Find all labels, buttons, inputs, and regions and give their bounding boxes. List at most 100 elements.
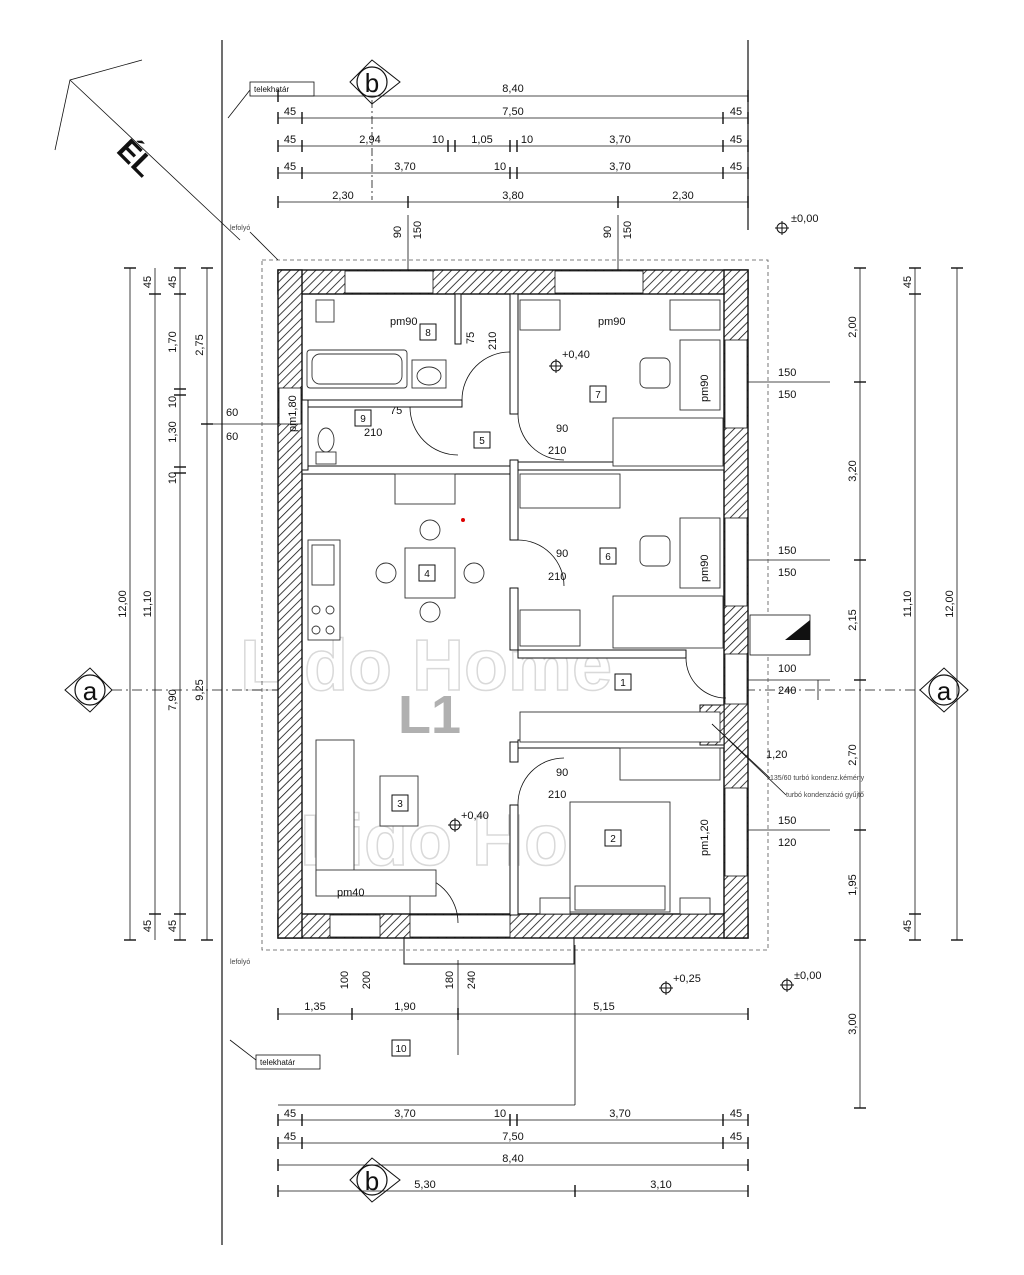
svg-text:+0,25: +0,25 — [673, 973, 701, 985]
svg-text:3,70: 3,70 — [609, 134, 630, 146]
svg-text:10: 10 — [432, 134, 444, 146]
svg-text:1: 1 — [620, 678, 626, 689]
svg-text:150: 150 — [778, 567, 796, 579]
svg-text:7,50: 7,50 — [502, 1131, 523, 1143]
svg-text:a: a — [83, 676, 98, 706]
svg-text:4: 4 — [424, 569, 430, 580]
svg-text:90: 90 — [556, 767, 568, 779]
svg-text:210: 210 — [364, 427, 382, 439]
svg-text:1,30: 1,30 — [167, 421, 179, 442]
svg-text:45: 45 — [284, 161, 296, 173]
svg-text:210: 210 — [487, 332, 499, 350]
level-marker-icon — [659, 981, 673, 995]
svg-text:9,25: 9,25 — [194, 679, 206, 700]
svg-text:±0,00: ±0,00 — [791, 213, 818, 225]
svg-text:±0,00: ±0,00 — [794, 970, 821, 982]
window-labels: pm90 pm90 pm90 pm90 pm1,80 pm1,20 pm40 — [287, 316, 711, 899]
svg-text:5: 5 — [479, 436, 485, 447]
svg-text:3,80: 3,80 — [502, 190, 523, 202]
svg-text:6: 6 — [605, 552, 611, 563]
svg-text:2,70: 2,70 — [847, 744, 859, 765]
svg-text:150: 150 — [778, 815, 796, 827]
svg-text:45: 45 — [284, 1108, 296, 1120]
svg-text:45: 45 — [730, 134, 742, 146]
level-marker-icon — [448, 818, 462, 832]
svg-text:75: 75 — [465, 332, 477, 344]
chimney-sub-label: turbó kondenzáció gyűjtő — [786, 792, 864, 799]
plan-label: L1 — [398, 685, 461, 745]
svg-text:10: 10 — [494, 1108, 506, 1120]
chimney-label: 135/60 turbó kondenz.kémény — [770, 775, 865, 782]
level-markers: ±0,00 +0,40 +0,40 +0,25 ±0,00 — [448, 213, 821, 995]
svg-text:7,50: 7,50 — [502, 106, 523, 118]
north-arrow-icon: ÉL — [54, 59, 241, 241]
svg-text:45: 45 — [902, 276, 914, 288]
svg-text:pm40: pm40 — [337, 887, 365, 899]
svg-text:pm90: pm90 — [699, 554, 711, 582]
svg-text:3,70: 3,70 — [394, 161, 415, 173]
svg-text:150: 150 — [778, 545, 796, 557]
svg-text:2,75: 2,75 — [194, 334, 206, 355]
svg-text:45: 45 — [167, 920, 179, 932]
svg-text:10: 10 — [167, 396, 179, 408]
svg-text:b: b — [365, 68, 379, 98]
left-dimensions: 12,00 11,10 45 45 1,70 10 1,30 10 7,90 4… — [117, 267, 300, 941]
svg-text:1,35: 1,35 — [304, 1001, 325, 1013]
svg-text:pm90: pm90 — [598, 316, 626, 328]
door-labels: 75 210 75 210 90 210 90 210 90 210 — [364, 332, 568, 801]
svg-text:10: 10 — [494, 161, 506, 173]
svg-text:10: 10 — [521, 134, 533, 146]
svg-text:75: 75 — [390, 405, 402, 417]
svg-text:3: 3 — [397, 799, 403, 810]
svg-text:90: 90 — [556, 423, 568, 435]
svg-text:210: 210 — [548, 789, 566, 801]
svg-text:1,70: 1,70 — [167, 331, 179, 352]
svg-text:150: 150 — [778, 367, 796, 379]
svg-text:90: 90 — [602, 226, 614, 238]
axis-marker-a-left: a — [64, 667, 285, 713]
gutter-label-bottom: lefolyó — [230, 959, 250, 966]
svg-text:45: 45 — [142, 276, 154, 288]
svg-text:11,10: 11,10 — [902, 591, 914, 618]
svg-text:8: 8 — [425, 328, 431, 339]
svg-text:45: 45 — [730, 1108, 742, 1120]
svg-text:1,05: 1,05 — [471, 134, 492, 146]
svg-text:b: b — [365, 1166, 379, 1196]
svg-text:3,00: 3,00 — [847, 1013, 859, 1034]
svg-text:45: 45 — [284, 106, 296, 118]
svg-text:210: 210 — [548, 571, 566, 583]
svg-text:90: 90 — [556, 548, 568, 560]
svg-text:pm90: pm90 — [699, 374, 711, 402]
svg-text:7: 7 — [595, 390, 601, 401]
svg-text:pm1,20: pm1,20 — [699, 819, 711, 856]
svg-text:+0,40: +0,40 — [562, 349, 590, 361]
svg-text:11,10: 11,10 — [142, 591, 154, 618]
svg-text:3,70: 3,70 — [609, 1108, 630, 1120]
svg-text:1,90: 1,90 — [394, 1001, 415, 1013]
svg-text:210: 210 — [548, 445, 566, 457]
top-dimensions: 8,40 45 7,50 45 45 2,94 10 1,05 10 3,70 … — [277, 83, 749, 290]
svg-text:2,15: 2,15 — [847, 609, 859, 630]
svg-text:120: 120 — [778, 837, 796, 849]
svg-text:1,20: 1,20 — [766, 749, 787, 761]
svg-text:9: 9 — [360, 414, 366, 425]
svg-text:60: 60 — [226, 407, 238, 419]
level-marker-icon — [549, 359, 563, 373]
svg-text:pm90: pm90 — [390, 316, 418, 328]
svg-text:pm1,80: pm1,80 — [287, 395, 299, 432]
axis-marker-a-right: a — [745, 667, 969, 713]
svg-text:100: 100 — [339, 971, 351, 989]
svg-text:5,15: 5,15 — [593, 1001, 614, 1013]
svg-text:12,00: 12,00 — [944, 590, 956, 618]
svg-text:45: 45 — [730, 161, 742, 173]
svg-text:45: 45 — [902, 920, 914, 932]
svg-text:45: 45 — [142, 920, 154, 932]
svg-text:150: 150 — [622, 221, 634, 239]
svg-text:1,95: 1,95 — [847, 874, 859, 895]
svg-text:45: 45 — [730, 106, 742, 118]
lot-boundary-label-bottom: telekhatár — [260, 1058, 295, 1067]
svg-text:2,00: 2,00 — [847, 316, 859, 337]
svg-text:8,40: 8,40 — [502, 1153, 523, 1165]
svg-text:2,30: 2,30 — [332, 190, 353, 202]
svg-text:10: 10 — [395, 1044, 407, 1055]
